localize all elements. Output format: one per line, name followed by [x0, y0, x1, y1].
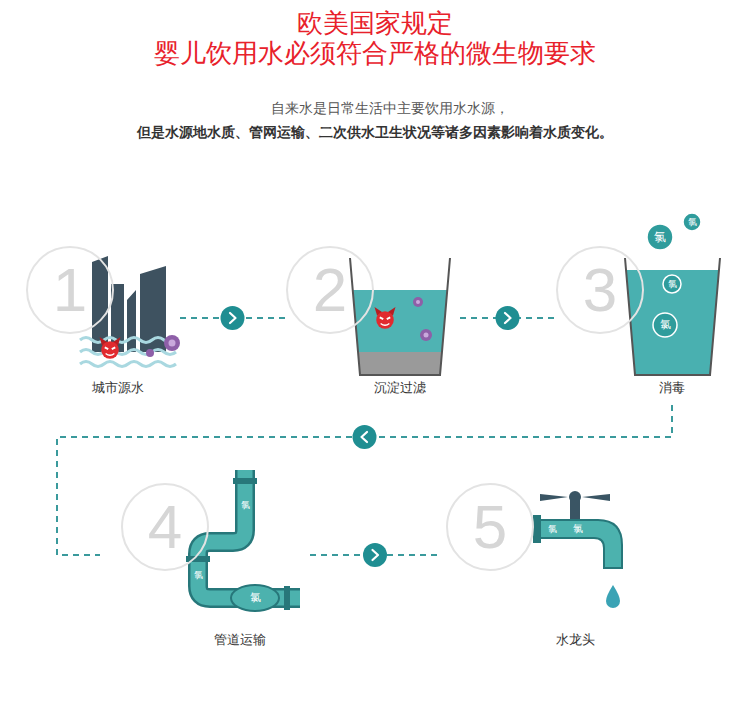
chlorine-mark: 氯 — [194, 570, 203, 581]
germ — [416, 300, 420, 304]
title: 欧美国家规定 婴儿饮用水必须符合严格的微生物要求 — [135, 8, 615, 68]
chlorine-bubbles-part — [683, 213, 701, 231]
pipe-art-part — [284, 586, 290, 610]
disinfect-cup-art — [625, 213, 720, 375]
flow-arrow — [496, 306, 520, 330]
chlorine-mark: 氯 — [654, 230, 666, 244]
germ — [424, 333, 429, 338]
chlorine-mark: 氯 — [660, 318, 671, 331]
step-number: 1 — [26, 246, 114, 334]
waves — [80, 338, 176, 367]
faucet-art-part — [570, 500, 580, 520]
germ — [164, 335, 180, 351]
waves-part — [80, 362, 176, 367]
flow-arrow — [373, 550, 379, 560]
faucet-art-part — [540, 520, 622, 568]
flow-arrow — [362, 432, 368, 442]
chlorine-mark: 氯 — [241, 500, 250, 511]
city-water-art — [80, 256, 180, 367]
filter-cup-art — [350, 258, 450, 375]
waves-part — [80, 350, 176, 355]
pipe-art — [186, 470, 300, 611]
water — [353, 290, 447, 375]
step-node: 5 水龙头 — [440, 470, 640, 655]
flow-arrow — [505, 313, 511, 323]
flow-arrow — [353, 425, 377, 449]
chlorine-mark: 氯 — [668, 279, 677, 290]
step-node: 3 消毒 — [555, 245, 735, 405]
subtitle: 但是水源地水质、管网运输、二次供水卫生状况等诸多因素影响着水质变化。 — [137, 124, 613, 141]
step-number: 4 — [121, 483, 209, 571]
step-label: 城市源水 — [92, 380, 144, 396]
step-node: 4 管道运输 — [100, 470, 310, 655]
step-number: 5 — [446, 483, 534, 571]
chlorine-bubbles-part — [653, 313, 677, 337]
sediment — [358, 352, 442, 375]
pipe-art-part — [233, 478, 257, 484]
flow-arrow — [363, 543, 387, 567]
germ — [375, 307, 396, 329]
pipe-art-part — [231, 585, 279, 611]
faucet-art-part — [533, 515, 541, 543]
chlorine-mark: 氯 — [573, 523, 583, 535]
pipe-art-part — [198, 470, 300, 598]
flow-arrow — [230, 313, 236, 323]
chlorine-mark: 氯 — [548, 524, 557, 535]
step-label: 消毒 — [659, 380, 685, 396]
flow-arrow — [221, 306, 245, 330]
germ — [420, 329, 432, 341]
faucet-art-part — [606, 585, 620, 608]
pipe-art-part — [186, 556, 210, 562]
step-label: 沉淀过滤 — [374, 380, 426, 396]
step-label: 水龙头 — [556, 632, 595, 648]
chlorine-mark: 氯 — [688, 217, 697, 228]
chlorine-bubbles-part — [663, 275, 681, 293]
step-number: 3 — [556, 246, 644, 334]
waves-part — [80, 338, 176, 343]
step-number: 2 — [286, 246, 374, 334]
subtitle: 自来水是日常生活中主要饮用水水源， — [271, 100, 509, 117]
cup — [350, 258, 450, 375]
germ — [146, 349, 154, 357]
step-node: 2 沉淀过滤 — [285, 245, 460, 405]
faucet-art — [533, 491, 622, 608]
step-node: 1 城市源水 — [25, 245, 180, 405]
germ — [169, 340, 176, 347]
germ — [100, 337, 121, 359]
water — [626, 270, 719, 375]
step-label: 管道运输 — [214, 632, 266, 648]
chlorine-bubbles-part — [647, 224, 673, 250]
chlorine-mark: 氯 — [250, 591, 261, 604]
chlorine-bubbles — [647, 213, 701, 337]
cup — [625, 258, 720, 375]
pipe-art-part — [198, 470, 300, 598]
germ — [413, 297, 423, 307]
